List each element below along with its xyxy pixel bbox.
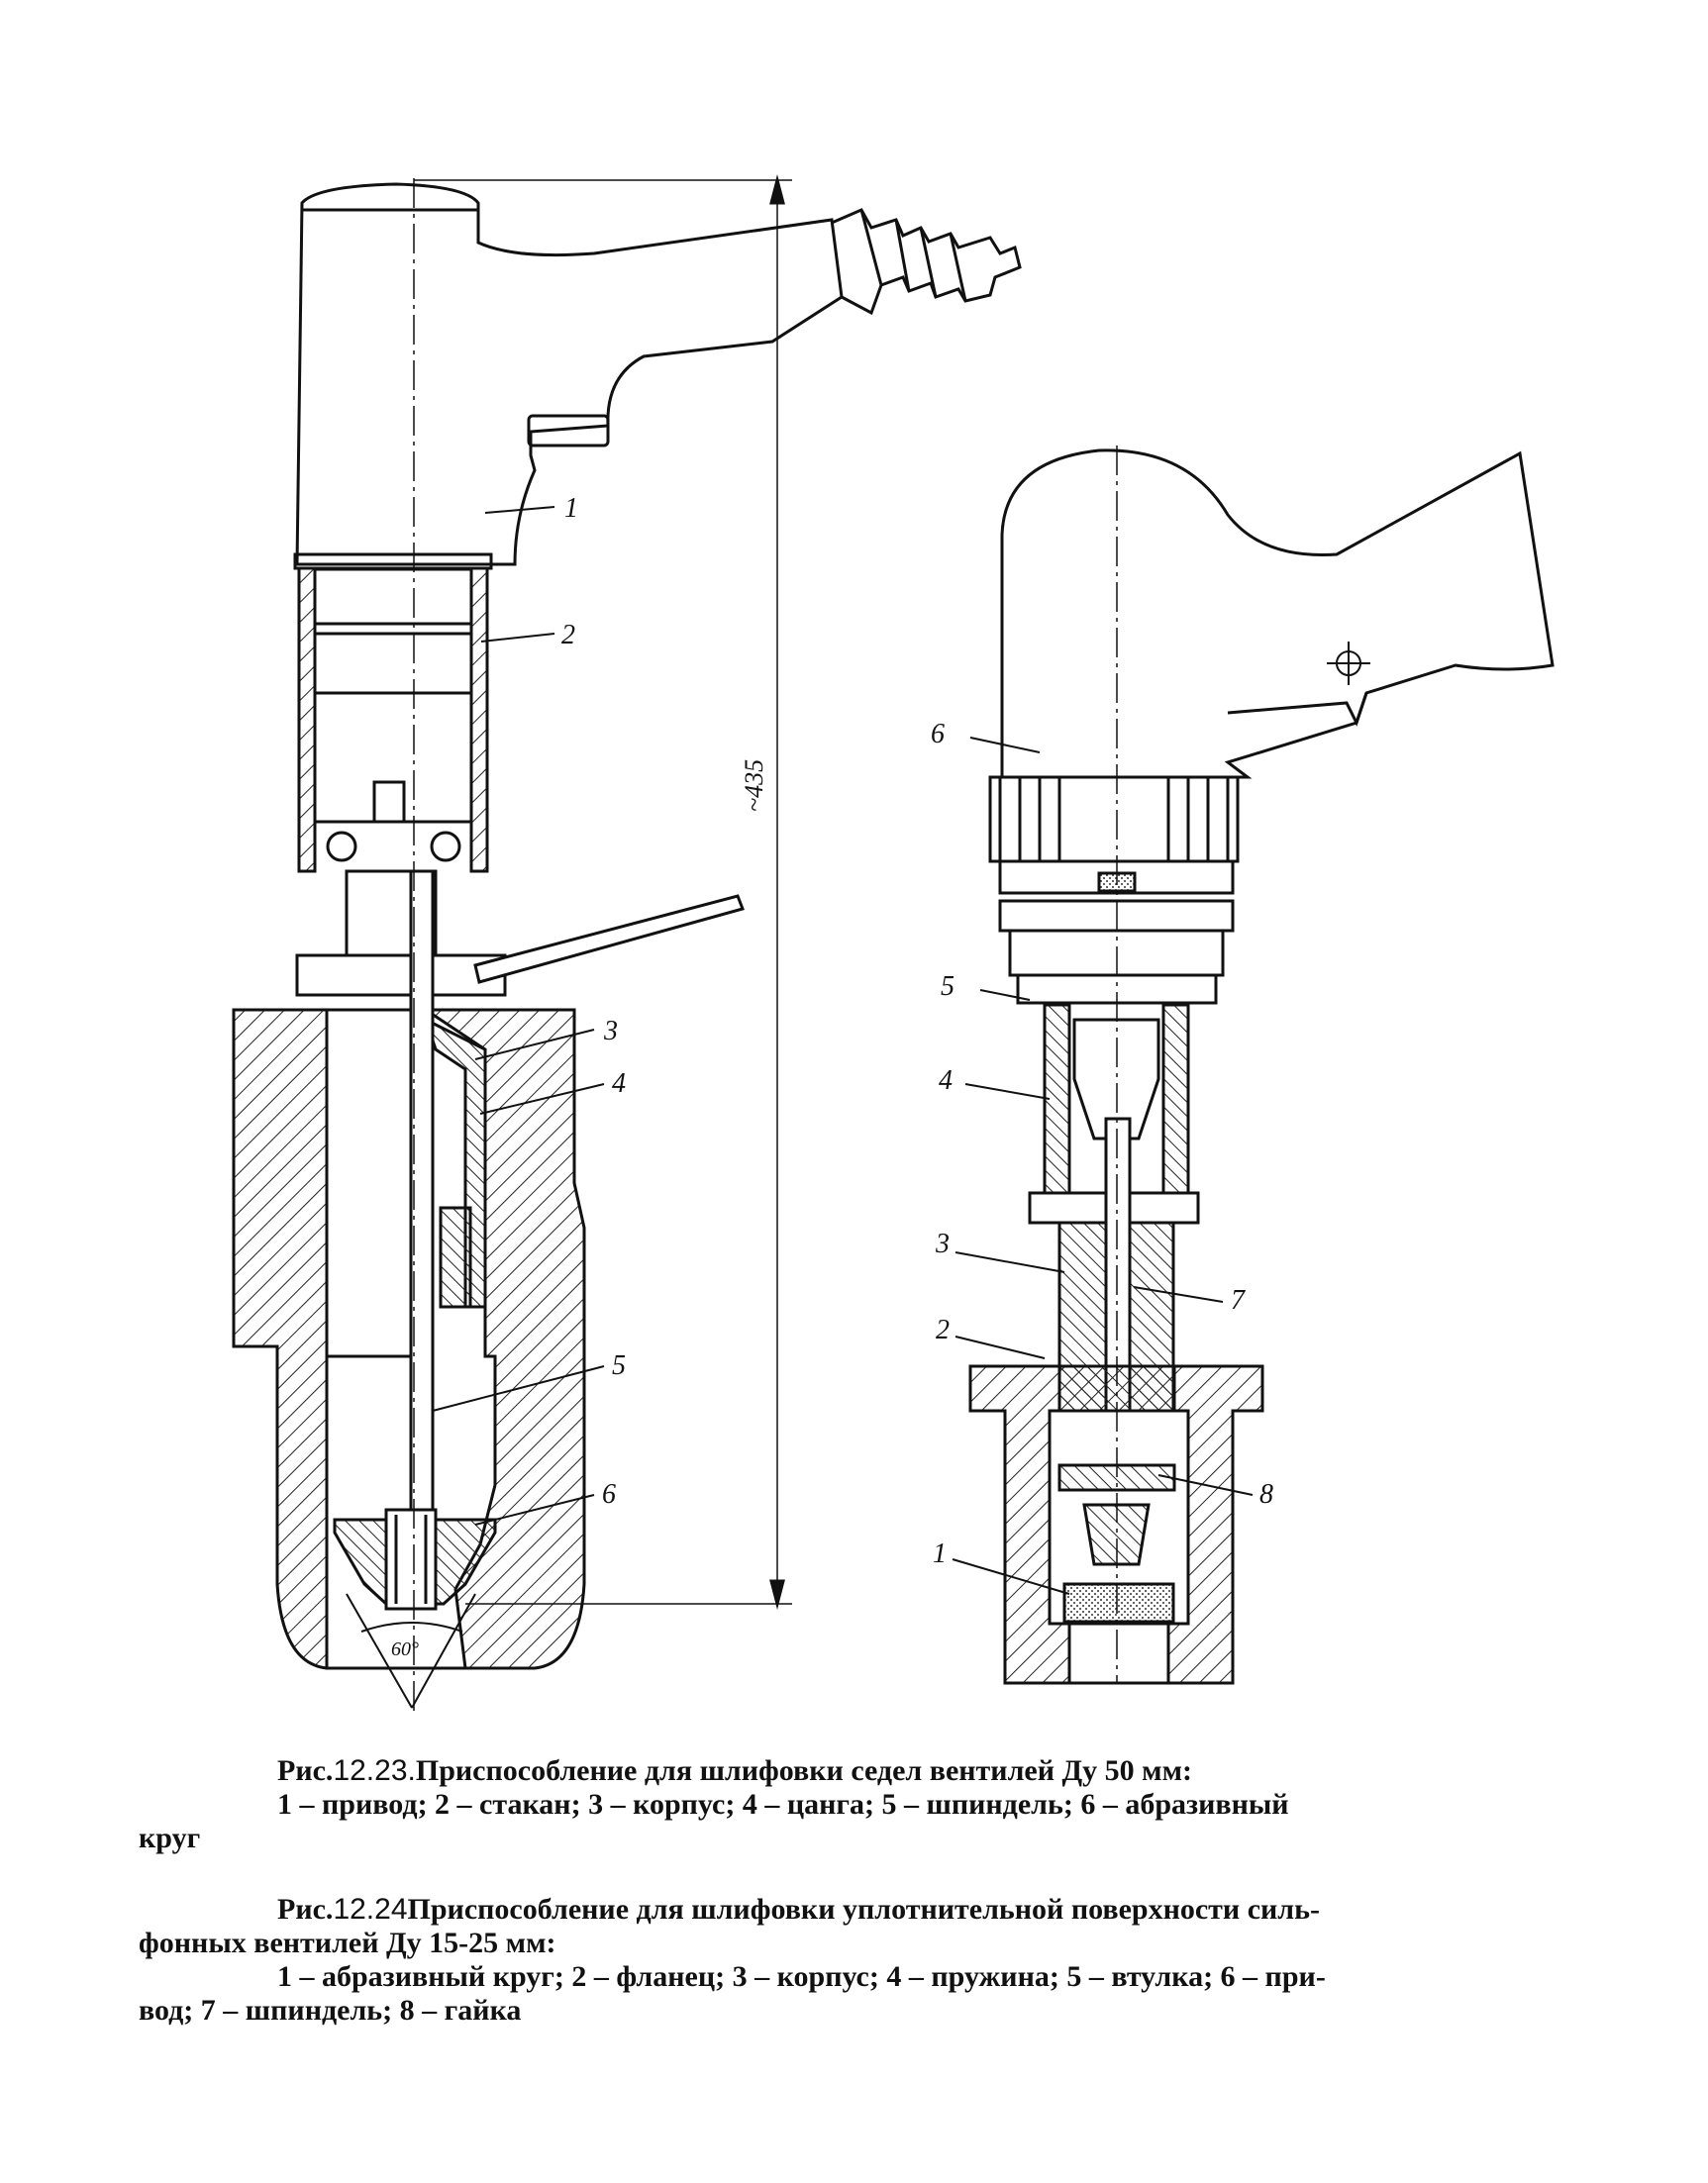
technical-drawing: 1 2 3 4 5 6 ~435 60°	[232, 174, 1555, 1713]
callout-fig2-5: 5	[941, 971, 954, 1002]
caption1-prefix: Рис.	[277, 1754, 334, 1787]
caption-fig-12-23: Рис.12.23.Приспособление для шлифовки се…	[139, 1754, 1555, 1855]
callout-fig1-4: 4	[612, 1068, 626, 1099]
callout-fig1-5: 5	[612, 1350, 626, 1381]
knurled-ring	[988, 775, 1240, 863]
caption2-legend: 1 – абразивный круг; 2 – фланец; 3 – кор…	[277, 1960, 1326, 1993]
angle-label: 60°	[391, 1638, 419, 1660]
caption2-number: 12.24	[333, 1893, 408, 1926]
callout-fig1-3: 3	[603, 1016, 618, 1046]
callout-fig2-6: 6	[931, 719, 945, 749]
caption2-title: Приспособление для шлифовки уплотнительн…	[407, 1893, 1320, 1926]
callout-fig2-8: 8	[1259, 1479, 1273, 1510]
trigger	[527, 414, 610, 447]
figure-12-23	[232, 174, 1022, 1713]
callout-fig2-1: 1	[933, 1538, 947, 1569]
caption2-legend-cont: вод; 7 – шпиндель; 8 – гайка	[139, 1994, 522, 2027]
callout-fig2-2: 2	[936, 1315, 950, 1345]
callout-fig1-2: 2	[561, 620, 575, 650]
caption2-prefix: Рис.	[277, 1893, 334, 1926]
callout-fig2-4: 4	[939, 1065, 953, 1096]
dimension-label: ~435	[740, 759, 768, 812]
caption1-legend-cont: круг	[139, 1822, 201, 1854]
figure-12-24	[952, 446, 1555, 1685]
callout-fig2-7: 7	[1231, 1285, 1246, 1316]
callout-fig2-3: 3	[935, 1229, 950, 1259]
hose-fitting	[831, 208, 1022, 316]
drive-housing	[295, 182, 844, 566]
callout-fig1-1: 1	[564, 493, 578, 524]
caption-fig-12-24: Рис.12.24Приспособление для шлифовки упл…	[139, 1893, 1555, 2028]
figure-12-24-labels: 6 5 4 3 7 2 8 1	[931, 719, 1273, 1569]
abrasive-wheel-2	[1062, 1582, 1175, 1624]
caption1-title: Приспособление для шлифовки седел вентил…	[415, 1754, 1193, 1787]
drive-housing-2	[1000, 448, 1555, 779]
callout-fig1-6: 6	[602, 1479, 616, 1510]
figure-12-23-labels: 1 2 3 4 5 6 ~435 60°	[391, 493, 768, 1660]
caption1-number: 12.23.	[333, 1754, 416, 1787]
spring	[1043, 1003, 1190, 1200]
caption2-title-cont: фонных вентилей Ду 15-25 мм:	[139, 1927, 556, 1959]
caption1-legend: 1 – привод; 2 – стакан; 3 – корпус; 4 – …	[277, 1788, 1289, 1821]
